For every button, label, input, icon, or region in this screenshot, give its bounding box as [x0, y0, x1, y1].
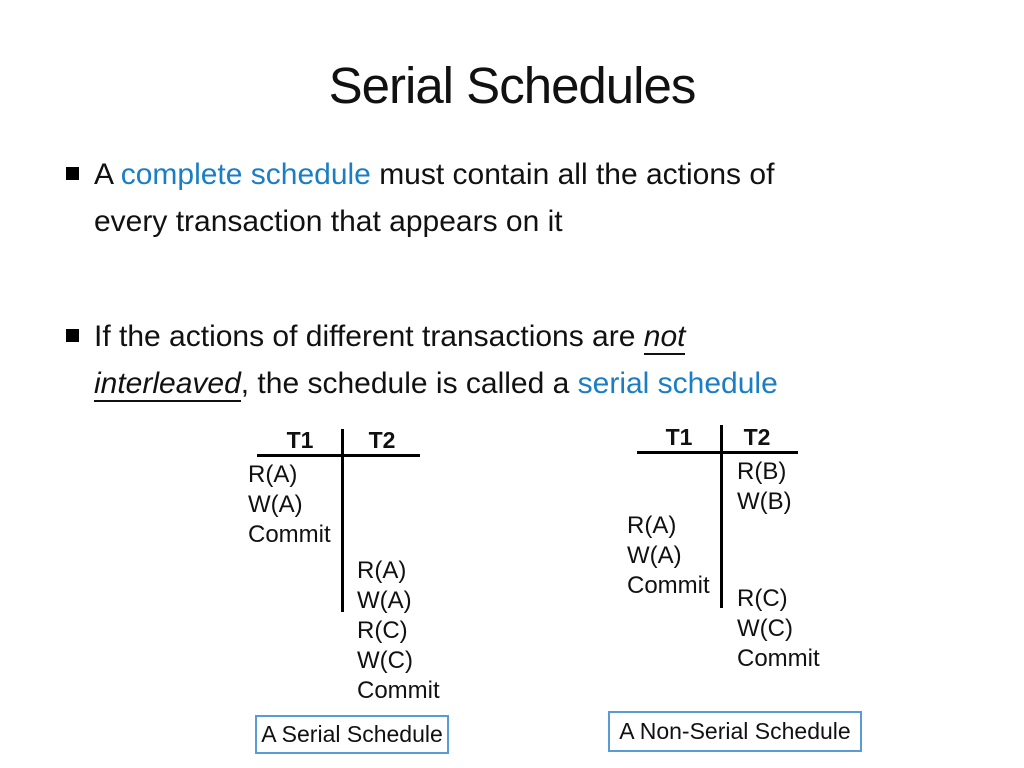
bullet-square-icon	[66, 329, 79, 342]
action-cell: W(A)	[627, 542, 682, 569]
action-cell: R(A)	[627, 512, 677, 539]
action-cell: Commit	[248, 521, 331, 548]
table-header-line	[637, 451, 798, 454]
bullet-item-serial-schedule: If the actions of different transactions…	[66, 313, 778, 407]
column-header-t1: T1	[286, 427, 314, 453]
action-cell: W(B)	[737, 488, 792, 515]
action-cell: R(B)	[737, 458, 787, 485]
action-cell: R(C)	[357, 617, 408, 644]
action-cell: W(A)	[357, 587, 412, 614]
bullet-text: A complete schedule must contain all the…	[94, 151, 774, 245]
serial-schedule-caption: A Serial Schedule	[255, 715, 449, 754]
bullet-square-icon	[66, 167, 79, 180]
t2-action-stack-bottom: R(C) W(C) Commit	[737, 584, 820, 674]
accent-term: complete schedule	[120, 158, 371, 191]
bullet-text: If the actions of different transactions…	[94, 313, 778, 407]
bullet-item-complete-schedule: A complete schedule must contain all the…	[66, 151, 774, 245]
action-cell: Commit	[627, 572, 710, 599]
text-segment: must contain all the actions of	[370, 158, 775, 191]
bullet-line: interleaved, the schedule is called a se…	[94, 360, 778, 407]
non-serial-schedule-caption: A Non-Serial Schedule	[608, 711, 862, 752]
text-segment: A	[94, 158, 121, 191]
bullet-line: A complete schedule must contain all the…	[94, 151, 774, 198]
table-header-line	[257, 454, 420, 457]
column-header-t2: T2	[743, 424, 771, 450]
column-header-t2: T2	[368, 427, 396, 453]
action-cell: Commit	[357, 677, 440, 704]
t2-action-stack: R(A) W(A) R(C) W(C) Commit	[357, 556, 440, 706]
action-cell: R(A)	[248, 461, 298, 488]
bullet-line: If the actions of different transactions…	[94, 313, 778, 360]
accent-term: serial schedule	[577, 367, 778, 400]
action-cell: R(C)	[737, 585, 788, 612]
emphasized-term: not	[643, 320, 686, 355]
bullet-line: every transaction that appears on it	[94, 198, 774, 245]
table-divider-line	[720, 425, 723, 608]
emphasized-term: interleaved	[94, 367, 241, 402]
slide-title: Serial Schedules	[328, 57, 697, 114]
action-cell: Commit	[737, 645, 820, 672]
text-segment: every transaction that appears on it	[94, 205, 563, 238]
column-header-t1: T1	[665, 424, 693, 450]
t1-action-stack: R(A) W(A) Commit	[627, 511, 710, 601]
table-divider-line	[341, 429, 344, 612]
action-cell: W(A)	[248, 491, 303, 518]
action-cell: W(C)	[357, 647, 413, 674]
action-cell: R(A)	[357, 557, 407, 584]
t1-action-stack: R(A) W(A) Commit	[248, 460, 331, 550]
t2-action-stack-top: R(B) W(B)	[737, 457, 792, 517]
text-segment: If the actions of different transactions…	[94, 320, 644, 353]
text-segment: , the schedule is called a	[240, 367, 578, 400]
action-cell: W(C)	[737, 615, 793, 642]
